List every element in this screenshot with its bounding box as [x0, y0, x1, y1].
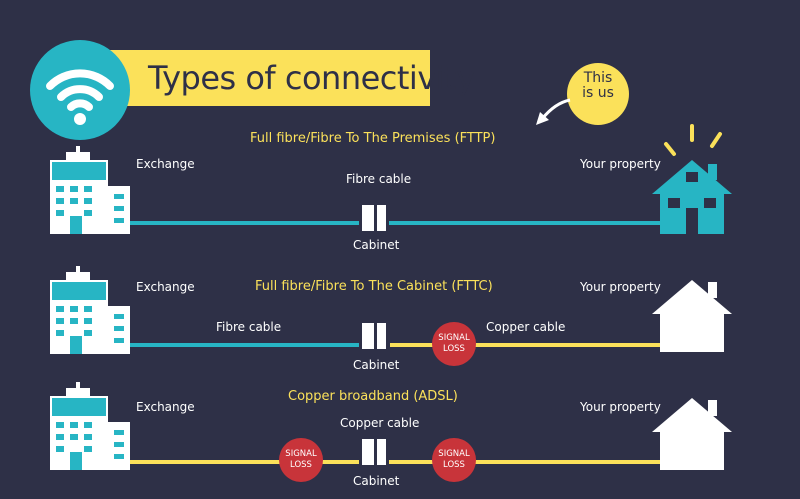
- row-title-adsl: Copper broadband (ADSL): [288, 389, 458, 404]
- exchange-label: Exchange: [136, 157, 195, 171]
- wifi-badge: [30, 40, 130, 140]
- row-title-fttc: Full fibre/Fibre To The Cabinet (FTTC): [255, 279, 493, 294]
- exchange-label: Exchange: [136, 280, 195, 294]
- cabinet-label: Cabinet: [353, 358, 400, 372]
- curved-arrow-icon: [536, 98, 571, 125]
- page-title: Types of connectivity: [148, 59, 475, 97]
- signal-loss-badge: SIGNAL LOSS: [279, 438, 323, 482]
- note-line-1: This: [583, 70, 613, 86]
- cabinet-icon: [359, 202, 389, 234]
- house-connected-icon: [652, 124, 732, 234]
- cabinet-icon: [359, 320, 389, 352]
- house-icon: [652, 280, 732, 352]
- cabinet-label: Cabinet: [353, 238, 400, 252]
- your-property-label: Your property: [580, 400, 661, 414]
- fibre-cable-label: Fibre cable: [346, 172, 412, 186]
- exchange-building-icon: [50, 266, 130, 354]
- signal-loss-text: SIGNAL LOSS: [438, 333, 470, 354]
- cabinet-label: Cabinet: [353, 474, 400, 488]
- house-icon: [652, 398, 732, 470]
- signal-loss-text: SIGNAL LOSS: [285, 449, 317, 470]
- cabinet-icon: [359, 436, 389, 468]
- note-line-2: is us: [582, 85, 614, 101]
- your-property-label: Your property: [580, 157, 661, 171]
- exchange-building-icon: [50, 382, 130, 470]
- your-property-label: Your property: [580, 280, 661, 294]
- fibre-cable-label: Fibre cable: [216, 320, 282, 334]
- this-is-us-note: This is us: [567, 63, 629, 125]
- signal-loss-text: SIGNAL LOSS: [438, 449, 470, 470]
- signal-loss-badge: SIGNAL LOSS: [432, 322, 476, 366]
- exchange-building-icon: [50, 146, 130, 234]
- title-banner: [100, 50, 430, 106]
- copper-cable-line: [130, 460, 660, 464]
- fibre-cable-line: [130, 343, 362, 347]
- row-title-fttp: Full fibre/Fibre To The Premises (FTTP): [250, 131, 496, 146]
- exchange-label: Exchange: [136, 400, 195, 414]
- copper-cable-line: [390, 343, 660, 347]
- fibre-cable-line: [130, 221, 660, 225]
- wifi-icon: [46, 69, 114, 125]
- copper-cable-label: Copper cable: [340, 416, 420, 430]
- signal-loss-badge: SIGNAL LOSS: [432, 438, 476, 482]
- copper-cable-label: Copper cable: [486, 320, 566, 334]
